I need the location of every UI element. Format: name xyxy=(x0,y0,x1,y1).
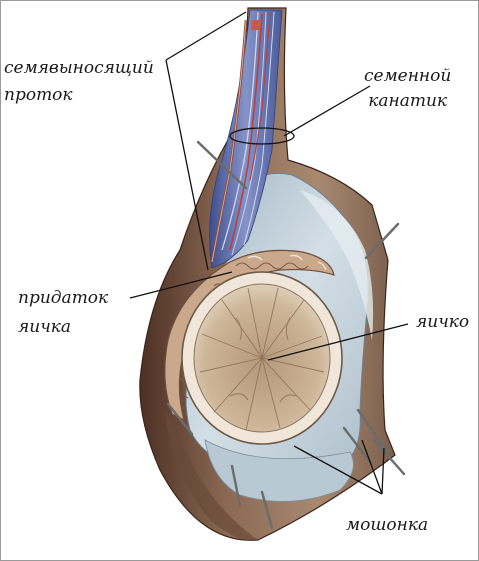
label-epididymis: придаток яичка xyxy=(18,288,108,338)
leader-lines xyxy=(129,11,409,495)
label-vas-deferens-line2: проток xyxy=(4,85,73,105)
label-spermatic-cord-line1: семенной xyxy=(364,66,452,86)
label-spermatic-cord: семенной канатик xyxy=(364,66,451,112)
label-scrotum: мошонка xyxy=(346,515,428,536)
testis-shape xyxy=(181,271,343,445)
label-epididymis-line1: придаток xyxy=(18,288,109,308)
label-scrotum-text: мошонка xyxy=(346,515,429,535)
label-epididymis-line2: яичка xyxy=(18,317,72,337)
retraction-pins xyxy=(166,140,406,530)
label-vas-deferens-line1: семявыносящий xyxy=(4,58,154,78)
spermatic-cord-vessels xyxy=(209,9,283,269)
label-spermatic-cord-line2: канатик xyxy=(368,91,448,111)
label-vas-deferens: семявыносящий проток xyxy=(4,58,154,106)
label-testis: яичко xyxy=(416,312,477,333)
label-testis-text: яичко xyxy=(416,312,470,332)
